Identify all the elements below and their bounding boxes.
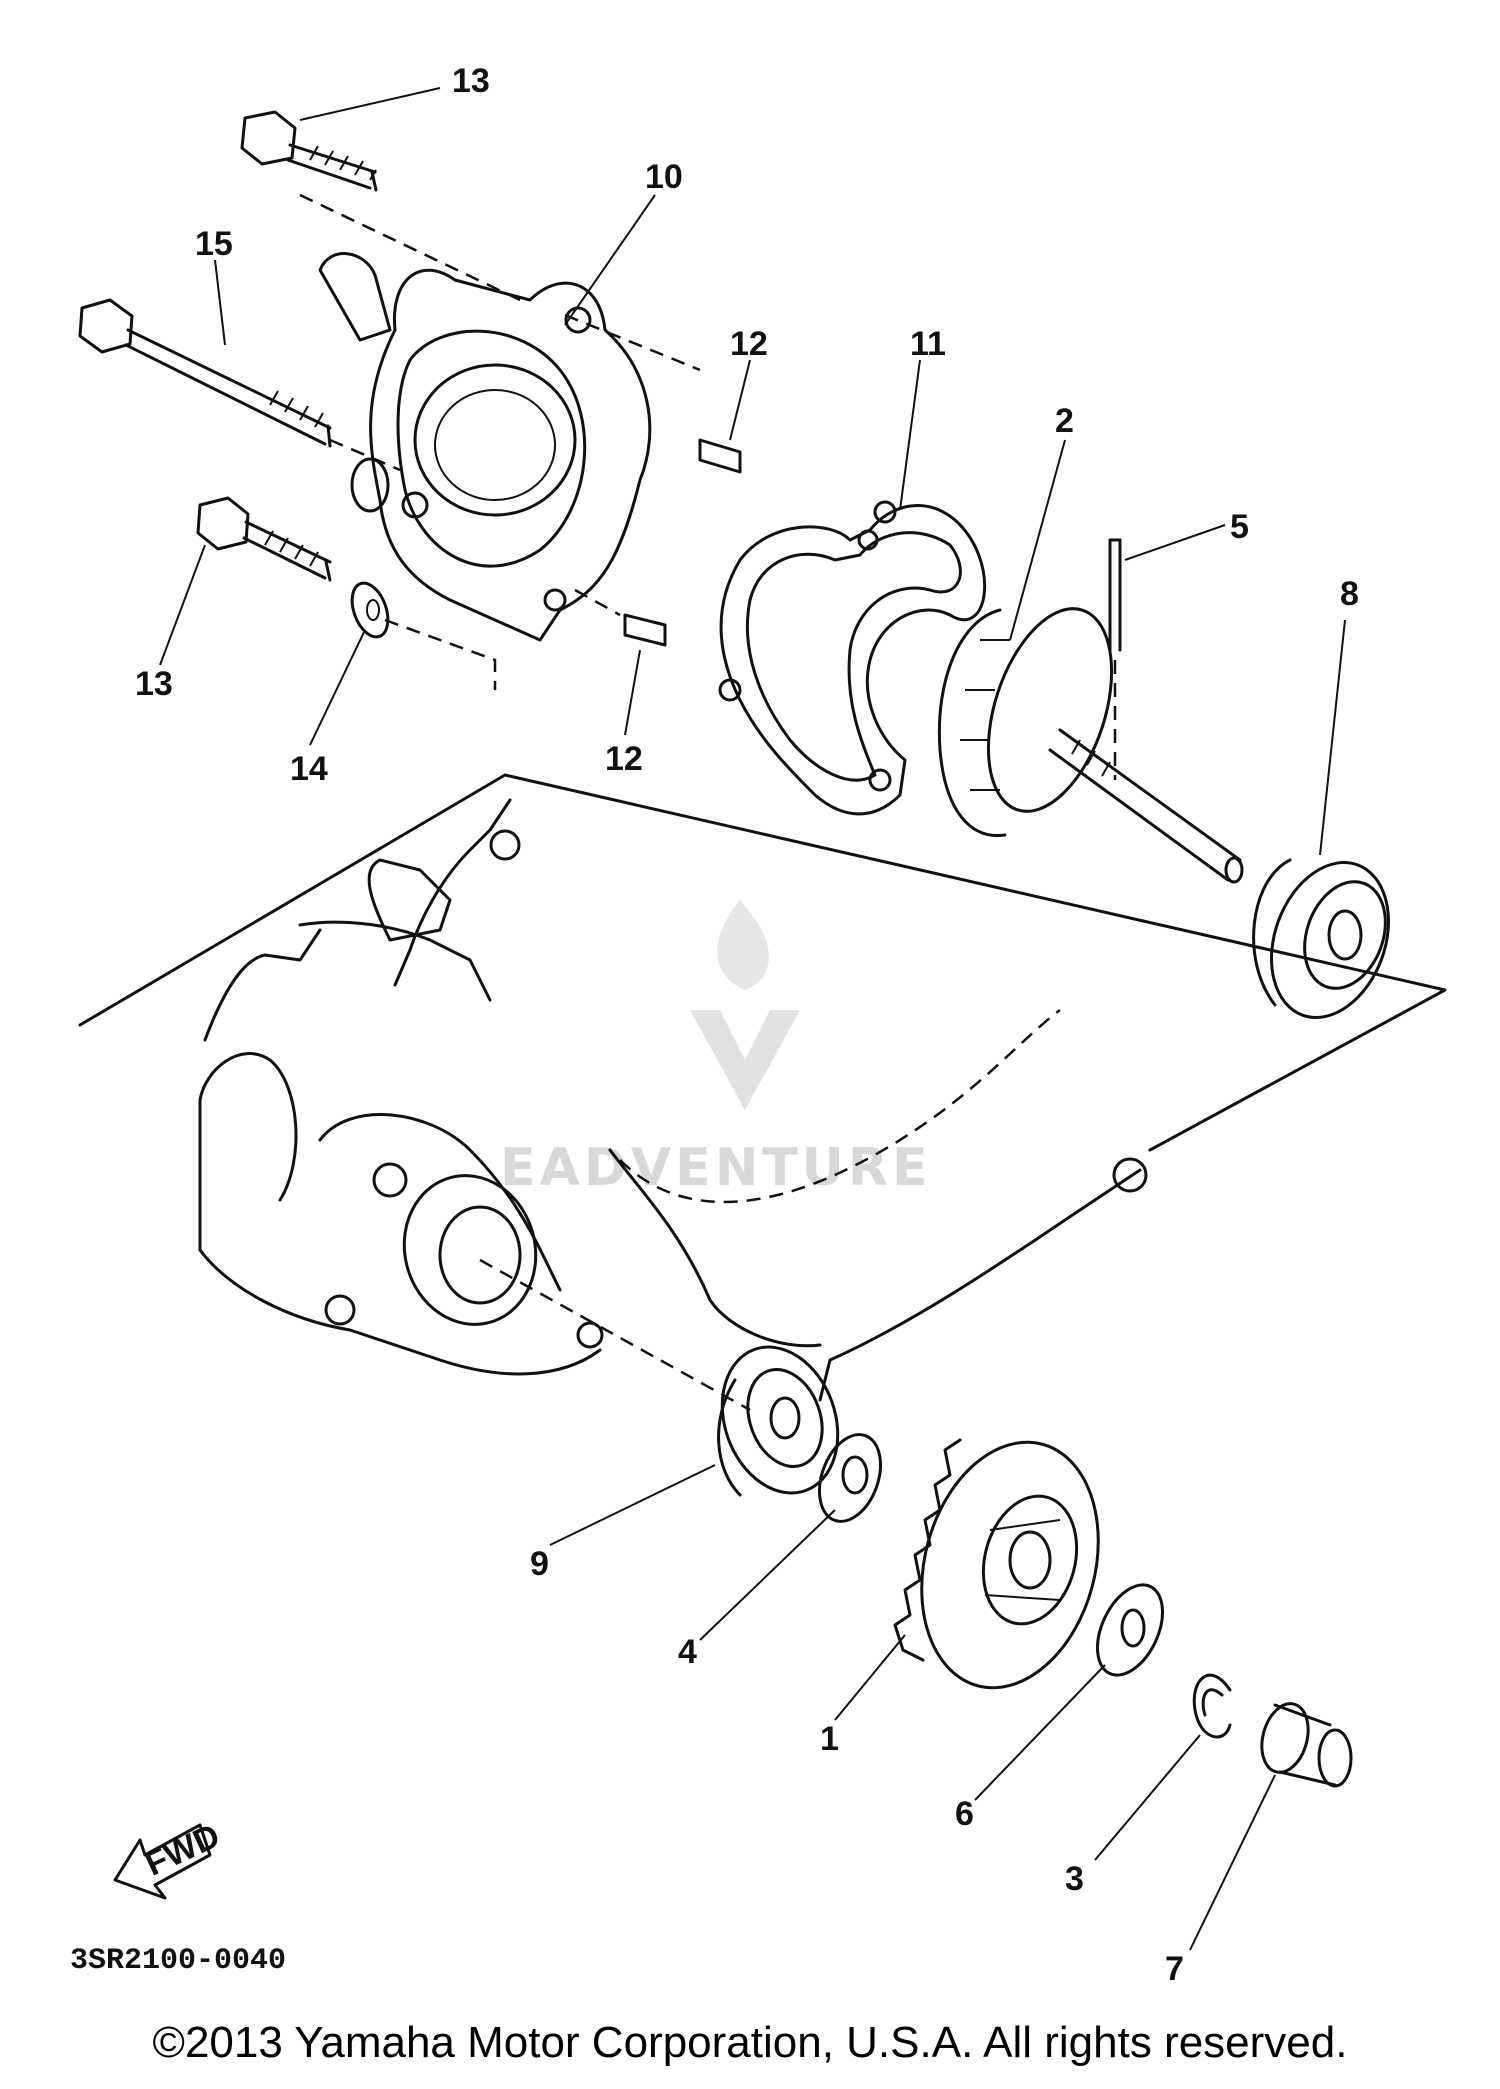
washer-6 xyxy=(1096,1583,1164,1677)
diagram-code: 3SR2100-0040 xyxy=(70,1944,286,1978)
callout-12-top: 12 xyxy=(730,325,768,363)
callout-13-lower: 13 xyxy=(135,665,173,703)
callout-8: 8 xyxy=(1340,575,1359,613)
watermark: EADVENTURE xyxy=(500,900,931,1198)
pump-housing-cover xyxy=(299,193,701,690)
callout-2: 2 xyxy=(1055,402,1074,440)
watermark-text: EADVENTURE xyxy=(500,1138,931,1198)
callout-numbers: 13 10 15 12 11 2 5 8 13 14 12 9 4 1 6 3 … xyxy=(135,62,1359,1988)
callout-11: 11 xyxy=(910,325,946,363)
callout-6: 6 xyxy=(955,1795,974,1833)
pin-5 xyxy=(1108,538,1122,780)
callout-5: 5 xyxy=(1230,508,1249,546)
callout-9: 9 xyxy=(530,1545,549,1583)
washer-4 xyxy=(818,1433,882,1523)
copyright-notice: ©2013 Yamaha Motor Corporation, U.S.A. A… xyxy=(152,2018,1348,2067)
bearing-8 xyxy=(1252,858,1390,1019)
callout-13-top: 13 xyxy=(452,62,490,100)
bolt-lower xyxy=(196,496,332,582)
impeller xyxy=(937,607,1244,884)
callout-1: 1 xyxy=(820,1720,839,1758)
gasket xyxy=(718,500,987,816)
long-bolt xyxy=(78,298,332,448)
crankcase xyxy=(78,773,1447,1412)
bearing-9 xyxy=(717,1345,840,1497)
washer-14 xyxy=(350,581,390,639)
collar-7 xyxy=(1260,1702,1353,1788)
callout-10: 10 xyxy=(645,158,683,196)
bolt-top xyxy=(240,110,378,192)
callout-3: 3 xyxy=(1065,1860,1084,1898)
callout-15: 15 xyxy=(195,225,233,263)
fwd-arrow: FWD xyxy=(113,1817,226,1900)
fwd-label: FWD xyxy=(139,1817,225,1884)
leader-lines xyxy=(159,87,1346,1951)
circlip-3 xyxy=(1192,1673,1232,1739)
callout-12-lower: 12 xyxy=(605,740,643,778)
callout-7: 7 xyxy=(1165,1950,1184,1988)
callout-4: 4 xyxy=(678,1633,697,1671)
callout-14: 14 xyxy=(290,750,328,788)
dowel-pins xyxy=(623,438,742,647)
gear-1 xyxy=(893,1438,1100,1690)
